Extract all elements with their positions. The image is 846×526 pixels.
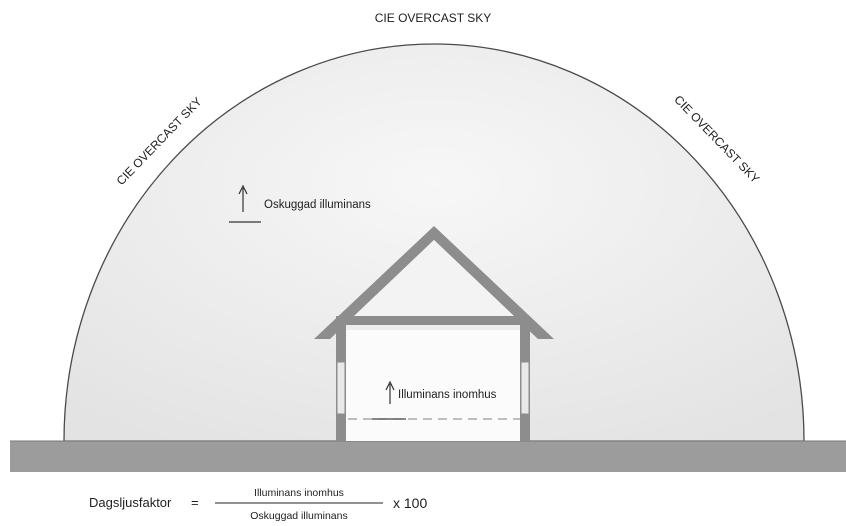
outdoor-arrow-head: [238, 184, 248, 195]
outdoor-illuminance: Oskuggad illuminans: [229, 184, 371, 223]
formula-equals: =: [191, 495, 199, 510]
left-window: [336, 361, 346, 415]
formula-denominator: Oskuggad illuminans: [250, 510, 347, 522]
roof: [314, 226, 554, 339]
sky-label-top: CIE OVERCAST SKY: [375, 11, 491, 25]
outdoor-illuminance-label: Oskuggad illuminans: [264, 199, 371, 211]
right-window: [520, 361, 530, 415]
formula-lhs: Dagsljusfaktor: [89, 495, 172, 510]
indoor-illuminance: Illuminans inomhus: [385, 380, 497, 404]
formula-multiplier: x 100: [393, 495, 427, 511]
ceiling-beam: [336, 316, 530, 325]
formula-numerator: Illuminans inomhus: [254, 487, 344, 499]
ground: [10, 441, 846, 472]
indoor-arrow-head: [385, 380, 395, 391]
daylight-factor-formula: Dagsljusfaktor = Illuminans inomhus Osku…: [89, 487, 427, 522]
indoor-illuminance-label: Illuminans inomhus: [398, 389, 497, 401]
house-interior: [346, 330, 520, 441]
house: [314, 226, 554, 441]
attic: [354, 240, 514, 316]
